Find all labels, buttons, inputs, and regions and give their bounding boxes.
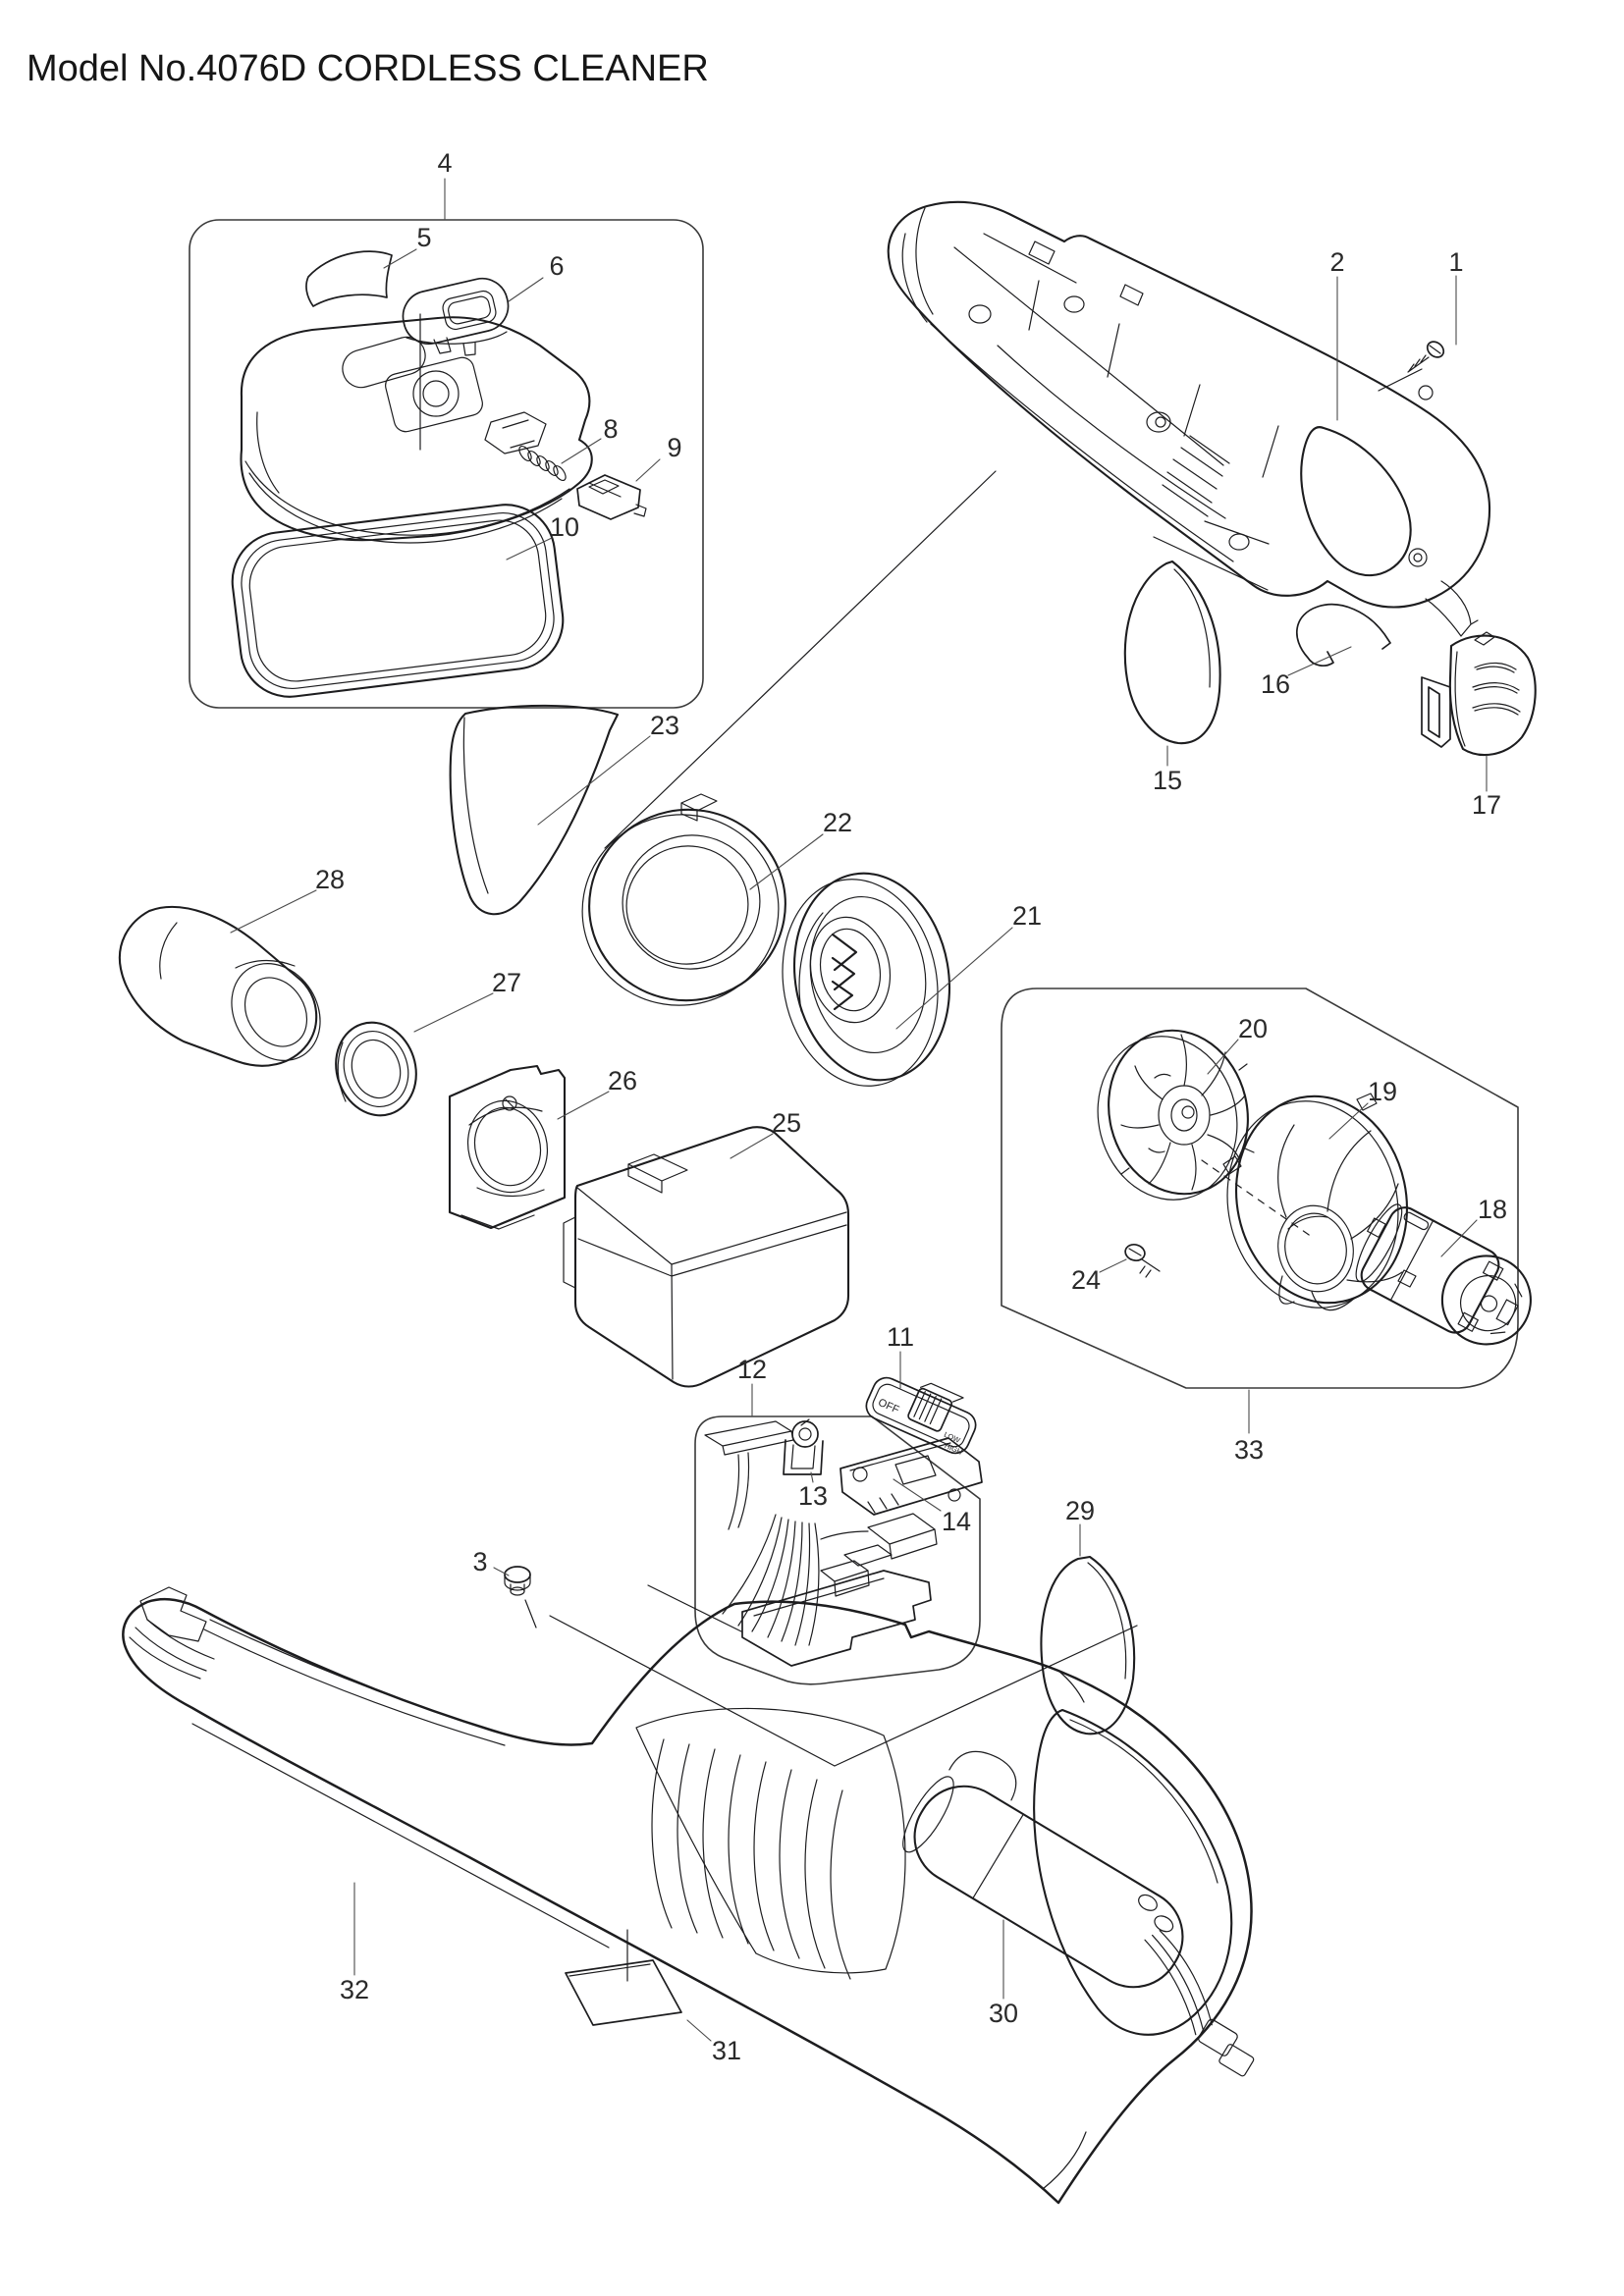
part-15 <box>1123 560 1221 745</box>
leader-line-28 <box>230 889 317 934</box>
part-label-26: 26 <box>608 1066 637 1095</box>
part-21-filter <box>782 872 951 1087</box>
part-label-1: 1 <box>1448 247 1463 277</box>
part-19-fan-guide <box>1201 1093 1417 1311</box>
leader-line-9 <box>635 458 661 482</box>
part-label-4: 4 <box>437 148 452 178</box>
part-label-14: 14 <box>942 1507 971 1536</box>
part-label-30: 30 <box>989 1999 1018 2028</box>
part-5 <box>305 250 393 307</box>
part-8-spring <box>518 445 567 482</box>
part-label-18: 18 <box>1478 1195 1507 1224</box>
leader-line-24 <box>1099 1258 1127 1273</box>
page-title: Model No.4076D CORDLESS CLEANER <box>27 48 709 89</box>
group-box-33 <box>1001 988 1519 1389</box>
leader-line-21 <box>895 927 1013 1030</box>
leader-line-26 <box>557 1091 610 1120</box>
part-13 <box>783 1418 824 1475</box>
part-label-2: 2 <box>1329 247 1344 277</box>
part-label-21: 21 <box>1012 901 1042 931</box>
part-27-seal <box>335 1021 417 1117</box>
group-box-4 <box>189 219 704 709</box>
leader-line-16 <box>1287 646 1352 676</box>
part-16-wire <box>1296 603 1391 667</box>
leader-line-14 <box>893 1478 942 1512</box>
switch-off-label: OFF <box>876 1397 900 1416</box>
part-20-impeller <box>1097 1029 1255 1201</box>
leader-line-8 <box>561 438 602 464</box>
group-box-12 <box>694 1415 981 1685</box>
part-label-32: 32 <box>340 1975 369 2004</box>
part-label-13: 13 <box>798 1481 828 1511</box>
part-31-name-plate <box>565 1959 682 2026</box>
leader-line-31 <box>686 2019 712 2042</box>
part-label-31: 31 <box>712 2036 741 2065</box>
part-32-lower-housing <box>122 1586 1253 2205</box>
part-label-11: 11 <box>887 1322 914 1352</box>
part-14-switch-board <box>839 1437 983 1516</box>
part-label-17: 17 <box>1472 790 1501 820</box>
leader-line-20 <box>1207 1039 1239 1075</box>
part-label-12: 12 <box>737 1355 767 1384</box>
leader-line-13 <box>810 1471 814 1483</box>
part-2-upper-housing <box>887 200 1491 637</box>
part-30-battery <box>902 1750 1255 2077</box>
part-label-29: 29 <box>1065 1496 1095 1525</box>
part-label-3: 3 <box>472 1547 487 1576</box>
part-labels-layer: 1234568910111213141516171819202122232425… <box>230 148 1507 2065</box>
part-29 <box>1040 1555 1136 1735</box>
leader-line-10 <box>506 537 553 561</box>
part-4-cover <box>240 316 593 544</box>
leader-line-25 <box>730 1133 774 1159</box>
part-label-6: 6 <box>549 251 564 281</box>
part-label-5: 5 <box>416 223 431 252</box>
leader-line-22 <box>749 833 824 890</box>
part-17-cap <box>1421 631 1537 757</box>
part-28-nozzle <box>118 905 321 1067</box>
part-12-internals <box>704 1420 938 1667</box>
part-9 <box>576 474 647 520</box>
part-label-8: 8 <box>603 414 618 444</box>
switch-high-label: HIGH <box>944 1441 964 1457</box>
part-label-23: 23 <box>650 711 679 740</box>
leader-line-5 <box>383 248 417 269</box>
part-label-9: 9 <box>667 433 681 462</box>
part-label-15: 15 <box>1153 766 1182 795</box>
part-label-27: 27 <box>492 968 521 997</box>
part-label-16: 16 <box>1261 669 1290 699</box>
part-24-screw <box>1124 1244 1161 1278</box>
part-label-22: 22 <box>823 808 852 837</box>
part-23 <box>449 704 620 916</box>
part-label-33: 33 <box>1234 1435 1264 1465</box>
leader-line-19 <box>1328 1102 1369 1140</box>
leader-line-23 <box>537 735 651 826</box>
part-22-ring <box>581 793 786 1006</box>
explosion-lines <box>419 313 1423 1982</box>
part-1-screw <box>1407 341 1445 373</box>
part-label-25: 25 <box>772 1108 801 1138</box>
part-6 <box>402 277 510 356</box>
leader-line-18 <box>1440 1219 1478 1257</box>
part-label-28: 28 <box>315 865 345 894</box>
part-label-10: 10 <box>550 512 579 542</box>
leader-line-27 <box>413 992 494 1033</box>
part-label-20: 20 <box>1238 1014 1268 1043</box>
part-25-dust-case <box>563 1126 850 1388</box>
part-10-gasket <box>231 504 565 698</box>
leader-line-6 <box>508 277 544 302</box>
part-label-19: 19 <box>1368 1077 1397 1106</box>
part-3-cap <box>504 1566 531 1596</box>
part-18-motor <box>1355 1203 1532 1346</box>
part-26-plate <box>448 1064 567 1230</box>
part-11-switch: OFF LOW HIGH <box>865 1376 977 1457</box>
part-label-24: 24 <box>1071 1265 1101 1295</box>
leader-line-3 <box>493 1567 510 1576</box>
